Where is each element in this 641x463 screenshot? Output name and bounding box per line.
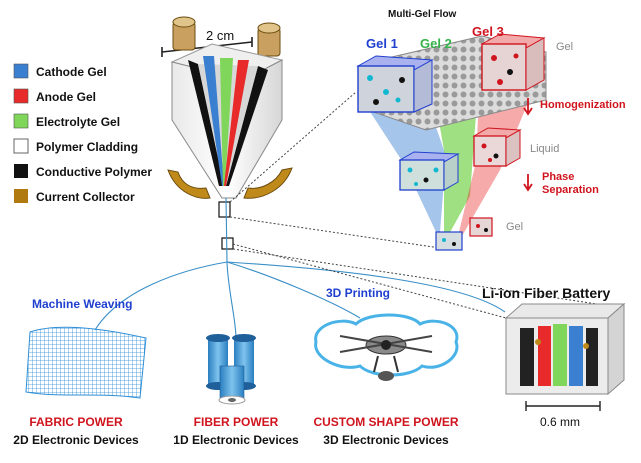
battery-top-face — [504, 303, 626, 319]
gel2-label: Gel 2 — [420, 36, 452, 51]
output-fiber-subtitle: 1D Electronic Devices — [173, 433, 299, 447]
liquid-label: Liquid — [530, 143, 559, 155]
output-custom-subtitle: 3D Electronic Devices — [323, 433, 449, 447]
print-head: 2 cm — [161, 16, 293, 250]
output-fiber-title: FIBER POWER — [194, 415, 279, 429]
anode-stripe — [224, 60, 249, 186]
battery-anode-stripe — [538, 326, 551, 386]
legend-swatch-collector — [14, 189, 28, 203]
scale-label-top: 2 cm — [206, 28, 234, 43]
legend-item-collector: Current Collector — [14, 189, 135, 204]
electrolyte-stripe — [220, 58, 233, 186]
legend-label-anode: Anode Gel — [36, 90, 96, 104]
battery-collector-dot-right — [583, 343, 589, 349]
legend-swatch-anode — [13, 88, 29, 104]
multi-gel-flow: Multi-Gel Flow Gel 1 Gel 2 Gel 3 Gel — [356, 9, 626, 251]
bottom-gel-box-left — [435, 231, 463, 251]
bottom-gel-box-right — [469, 217, 493, 237]
output-fabric-title: FABRIC POWER — [29, 415, 123, 429]
battery-conductive-right — [586, 328, 598, 386]
output-custom: CUSTOM SHAPE POWER 3D Electronic Devices — [313, 415, 458, 447]
battery-electrolyte-stripe — [553, 324, 567, 386]
legend-item-anode: Anode Gel — [13, 88, 96, 104]
fiber-spools — [206, 334, 256, 405]
zoom-box-lower — [221, 237, 234, 250]
current-collector-right — [243, 167, 293, 199]
liquid-box-red — [472, 127, 522, 167]
fiber-battery: Li-ion Fiber Battery 0.6 mm — [482, 285, 626, 429]
legend-swatch-cathode — [13, 63, 29, 79]
homogenization-label: Homogenization — [540, 99, 626, 111]
legend-label-electrolyte: Electrolyte Gel — [36, 115, 120, 129]
stream-blue — [365, 104, 446, 232]
legend-item-cladding: Polymer Cladding — [13, 138, 138, 154]
zoom-box-upper — [218, 201, 231, 218]
zoom-connectors — [229, 91, 611, 319]
separation-label: Separation — [542, 184, 599, 196]
homogenization-arrow — [523, 98, 533, 116]
printing-label: 3D Printing — [326, 286, 390, 300]
battery-cathode-stripe — [569, 326, 583, 386]
fabric-illustration — [25, 326, 147, 399]
legend-swatch-conductive — [14, 164, 28, 178]
legend-swatch-electrolyte — [13, 113, 29, 129]
phase-label: Phase — [542, 171, 574, 183]
legend-item-conductive: Conductive Polymer — [14, 164, 152, 179]
legend-label-collector: Current Collector — [36, 190, 135, 204]
fiber-lines — [94, 197, 506, 339]
gel3-label: Gel 3 — [472, 24, 504, 39]
legend-item-cathode: Cathode Gel — [13, 63, 107, 79]
machine-weaving-label: Machine Weaving — [32, 297, 132, 311]
legend-label-cathode: Cathode Gel — [36, 65, 107, 79]
state-gel-bottom: Gel — [506, 221, 523, 233]
battery-side-face — [607, 302, 625, 396]
legend-label-conductive: Conductive Polymer — [36, 165, 152, 179]
gel3-cube — [480, 33, 546, 91]
output-fiber: FIBER POWER 1D Electronic Devices — [173, 415, 299, 447]
right-roller — [257, 22, 281, 57]
conductive-layer-left — [188, 60, 224, 186]
phase-separation-arrow — [523, 174, 533, 192]
conductive-layer-right — [226, 66, 268, 186]
current-collector-left — [167, 169, 211, 199]
battery-conductive-left — [520, 328, 534, 386]
flow-title: Multi-Gel Flow — [388, 9, 457, 20]
drone-illustration — [314, 313, 459, 381]
legend: Cathode Gel Anode Gel Electrolyte Gel Po… — [13, 63, 152, 204]
gel1-cube — [356, 55, 434, 113]
battery-scale-label: 0.6 mm — [540, 415, 580, 429]
battery-scale-bar — [525, 401, 601, 411]
gel1-label: Gel 1 — [366, 36, 398, 51]
legend-swatch-cladding — [13, 138, 29, 154]
left-roller — [172, 16, 196, 51]
legend-item-electrolyte: Electrolyte Gel — [13, 113, 120, 129]
liquid-box-blue — [398, 151, 460, 191]
battery-title: Li-ion Fiber Battery — [482, 285, 611, 301]
output-fabric-subtitle: 2D Electronic Devices — [13, 433, 139, 447]
output-fabric: FABRIC POWER 2D Electronic Devices — [13, 415, 139, 447]
legend-label-cladding: Polymer Cladding — [36, 140, 138, 154]
state-gel-top: Gel — [556, 41, 573, 53]
output-custom-title: CUSTOM SHAPE POWER — [313, 415, 458, 429]
battery-collector-dot-left — [535, 339, 541, 345]
cathode-stripe — [203, 56, 224, 186]
